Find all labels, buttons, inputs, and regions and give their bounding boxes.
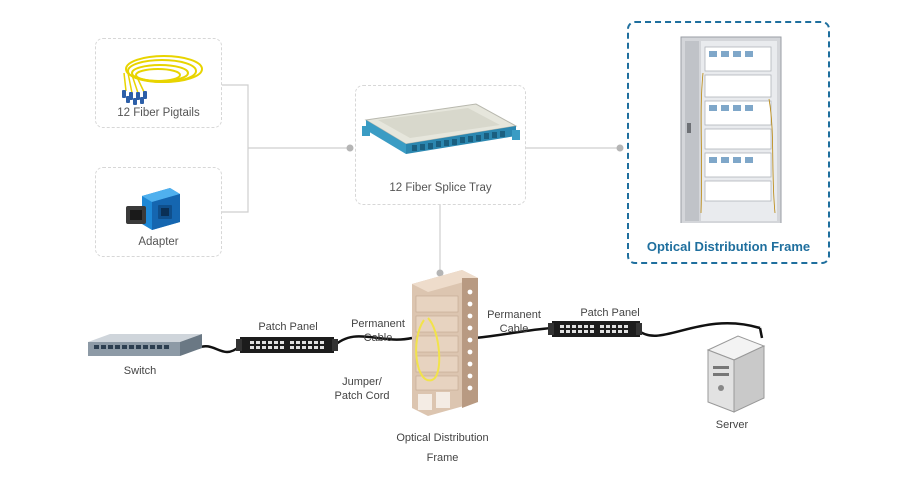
switch-label: Switch bbox=[123, 365, 157, 377]
jumper-line1: Jumper/ bbox=[342, 376, 382, 388]
switch-cable bbox=[197, 345, 241, 354]
permanent-cable-right-label: Permanent Cable bbox=[474, 308, 554, 336]
odf-bottom-line2: Frame bbox=[426, 452, 459, 464]
server-icon bbox=[706, 335, 766, 413]
patch-panel-right-icon bbox=[548, 321, 642, 337]
pigtails-card: 12 Fiber Pigtails bbox=[95, 38, 222, 128]
patch-panel-left-icon bbox=[236, 337, 338, 353]
server-label: Server bbox=[715, 419, 749, 431]
odf-bottom-line1: Optical Distribution bbox=[396, 432, 489, 444]
connector-dot bbox=[616, 144, 624, 152]
splice-tray-icon bbox=[362, 103, 520, 154]
odf-title: Optical Distribution Frame bbox=[646, 239, 811, 254]
splice-tray-label: 12 Fiber Splice Tray bbox=[389, 182, 492, 194]
pigtails-label: 12 Fiber Pigtails bbox=[117, 107, 200, 119]
permanent-cable-left bbox=[332, 335, 413, 348]
jumper-line2: Patch Cord bbox=[334, 390, 390, 402]
adapter-icon bbox=[126, 188, 180, 230]
permanent-cable-left-label: Permanent Cable bbox=[338, 317, 418, 345]
switch-icon bbox=[88, 334, 202, 356]
patch-panel-left-label: Patch Panel bbox=[258, 321, 318, 333]
odf-bottom-label: Optical Distribution Frame bbox=[380, 428, 505, 468]
odf-rack-icon bbox=[680, 36, 782, 223]
permanent-cable-right-line1: Permanent bbox=[487, 309, 541, 321]
connector-dot bbox=[436, 269, 444, 277]
server-cable bbox=[637, 322, 761, 337]
jumper-label: Jumper/ Patch Cord bbox=[322, 375, 402, 403]
permanent-cable-left-line1: Permanent bbox=[351, 318, 405, 330]
pigtails-icon bbox=[122, 55, 203, 105]
patch-panel-right-label: Patch Panel bbox=[580, 307, 640, 319]
jumper-cord bbox=[415, 317, 441, 382]
adapter-label: Adapter bbox=[138, 236, 179, 248]
connector-dot bbox=[346, 144, 354, 152]
adapter-card: Adapter bbox=[95, 167, 222, 257]
permanent-cable-left-line2: Cable bbox=[363, 332, 393, 344]
odf-rack-bottom-icon bbox=[412, 270, 478, 416]
splice-tray-card: 12 Fiber Splice Tray bbox=[355, 85, 526, 205]
permanent-cable-right bbox=[474, 326, 553, 340]
server-cable-drop bbox=[758, 327, 764, 339]
odf-card: Optical Distribution Frame bbox=[627, 21, 830, 264]
permanent-cable-right-line2: Cable bbox=[499, 323, 529, 335]
